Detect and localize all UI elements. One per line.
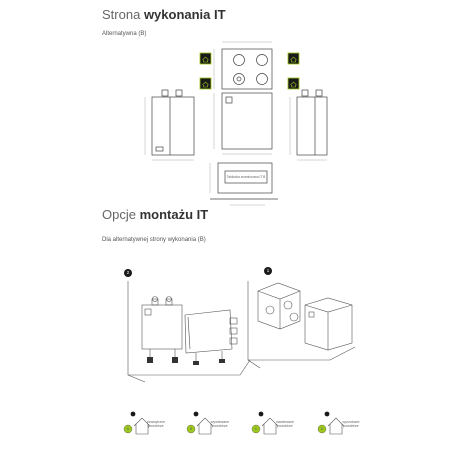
section1-title: Strona wykonania IT <box>102 7 226 22</box>
house-icon-a <box>133 417 151 435</box>
legend-label-a: zewnętrzne powietrze <box>146 420 166 428</box>
top-port-3 <box>233 73 245 85</box>
callout-marker-right <box>264 267 272 275</box>
legend-letter-a: A <box>126 427 130 431</box>
section1-title-light: Strona <box>102 7 141 22</box>
section2-title-bold: montażu IT <box>139 207 209 222</box>
top-port-1 <box>233 54 245 66</box>
top-port-4 <box>256 73 268 85</box>
right-ceiling-unit-2 <box>304 297 353 351</box>
house-icon-d <box>327 417 345 435</box>
section2-title-light: Opcje <box>102 207 136 222</box>
section1-subtitle: Alternatywna (B) <box>102 31 147 37</box>
right-room-walls <box>247 281 356 361</box>
left-floor-unit <box>184 309 233 354</box>
right-side-unit <box>296 96 328 156</box>
legend-icons <box>123 411 345 435</box>
callout-right-number: 1 <box>266 268 270 273</box>
air-icon-boxes <box>199 52 300 90</box>
left-side-unit <box>151 96 195 156</box>
section1-title-bold: wykonania IT <box>143 7 226 22</box>
legend-label-c: nawiewane powietrze <box>276 420 294 428</box>
top-view-unit <box>221 48 273 90</box>
top-port-2 <box>256 54 268 66</box>
left-room-walls <box>127 281 251 376</box>
legend-label-d: wyrzutowe powietrze <box>342 420 360 428</box>
mounting-illustration <box>124 267 356 383</box>
right-ceiling-unit-1 <box>257 282 301 330</box>
legend-label-b: wywiewane powietrze <box>210 420 230 428</box>
nameplate-panel-text: Tabliczka znamionowa IT B <box>226 175 266 179</box>
left-wall-unit <box>141 304 183 350</box>
legend-letter-b: B <box>189 427 193 431</box>
air-icon-tl <box>199 52 212 65</box>
air-icon-br <box>287 77 300 90</box>
section2-subtitle: Dla alternatywnej strony wykonania (B) <box>102 237 206 243</box>
air-icon-tr <box>287 52 300 65</box>
bottom-view-unit <box>217 162 273 194</box>
technical-drawing <box>144 41 328 206</box>
air-icon-bl <box>199 77 212 90</box>
front-view-unit <box>221 92 273 150</box>
section2-title: Opcje montażu IT <box>102 207 208 222</box>
house-icon-b <box>196 417 214 435</box>
callout-marker-left <box>124 269 132 277</box>
callout-left-number: 2 <box>126 270 130 275</box>
legend-letter-d: D <box>320 427 324 431</box>
house-icon-c <box>261 417 279 435</box>
legend-letter-c: C <box>254 427 258 431</box>
